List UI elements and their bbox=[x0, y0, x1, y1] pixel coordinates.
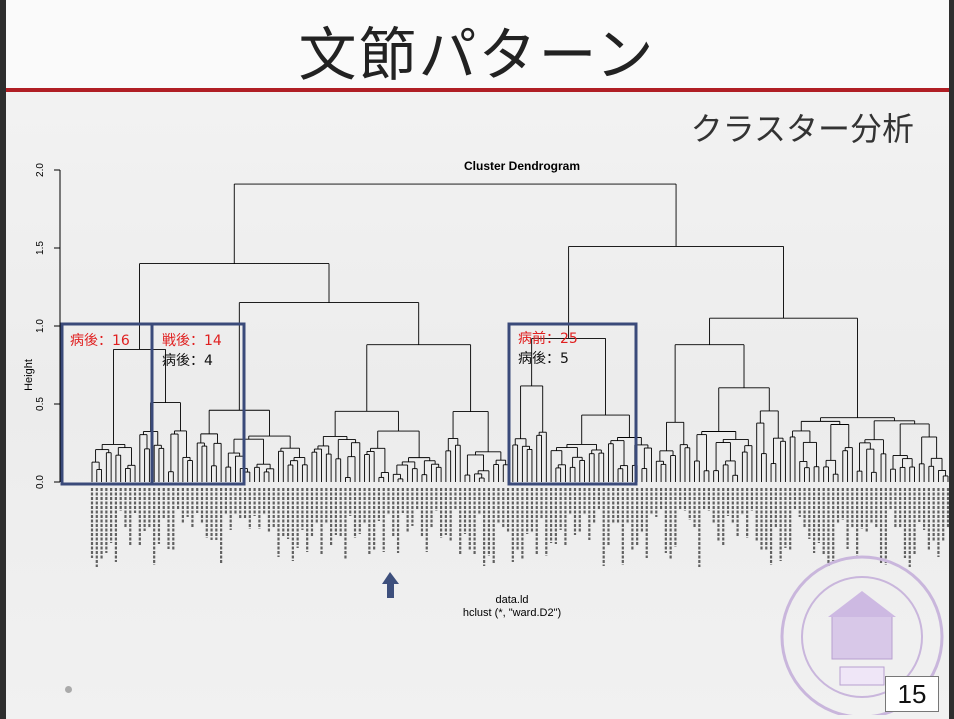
cluster-annotation: 病前：25 bbox=[518, 330, 578, 347]
title-underline bbox=[6, 88, 949, 92]
page-number: 15 bbox=[885, 676, 939, 712]
y-tick-label: 2.0 bbox=[35, 163, 46, 177]
chart-title: Cluster Dendrogram bbox=[464, 159, 580, 173]
y-tick-label: 0.5 bbox=[35, 397, 46, 411]
cluster-box bbox=[150, 322, 246, 486]
cluster-boxes bbox=[60, 322, 638, 486]
cluster-annotation: 病後：4 bbox=[162, 353, 213, 369]
bullet-dot bbox=[65, 686, 72, 693]
title-band bbox=[6, 0, 949, 88]
y-tick-label: 0.0 bbox=[35, 475, 46, 489]
slide-subtitle: クラスター分析 bbox=[690, 110, 914, 148]
y-axis-label: Height bbox=[23, 359, 35, 391]
slide-title: 文節パターン bbox=[298, 21, 656, 89]
left-frame-bar bbox=[0, 0, 6, 719]
up-arrow-icon bbox=[382, 572, 399, 598]
cluster-annotations: 病後：16 戦後：14 病後：4 病前：25 病後：5 bbox=[70, 330, 578, 369]
cluster-box bbox=[507, 322, 638, 486]
university-seal-icon bbox=[780, 555, 944, 715]
y-tick-label: 1.5 bbox=[35, 241, 46, 255]
right-frame-bar bbox=[949, 0, 954, 719]
dendrogram-tree bbox=[91, 183, 949, 482]
cluster-annotation: 戦後：14 bbox=[162, 333, 222, 349]
x-axis-sublabel: hclust (*, "ward.D2") bbox=[463, 607, 561, 619]
y-tick-label: 1.0 bbox=[35, 319, 46, 333]
y-axis: 0.0 0.5 1.0 1.5 2.0 bbox=[35, 163, 61, 489]
cluster-annotation: 病後：16 bbox=[70, 333, 130, 349]
leaf-labels bbox=[90, 488, 950, 567]
cluster-annotation: 病後：5 bbox=[518, 351, 569, 367]
x-axis-label: data.ld bbox=[495, 594, 528, 606]
